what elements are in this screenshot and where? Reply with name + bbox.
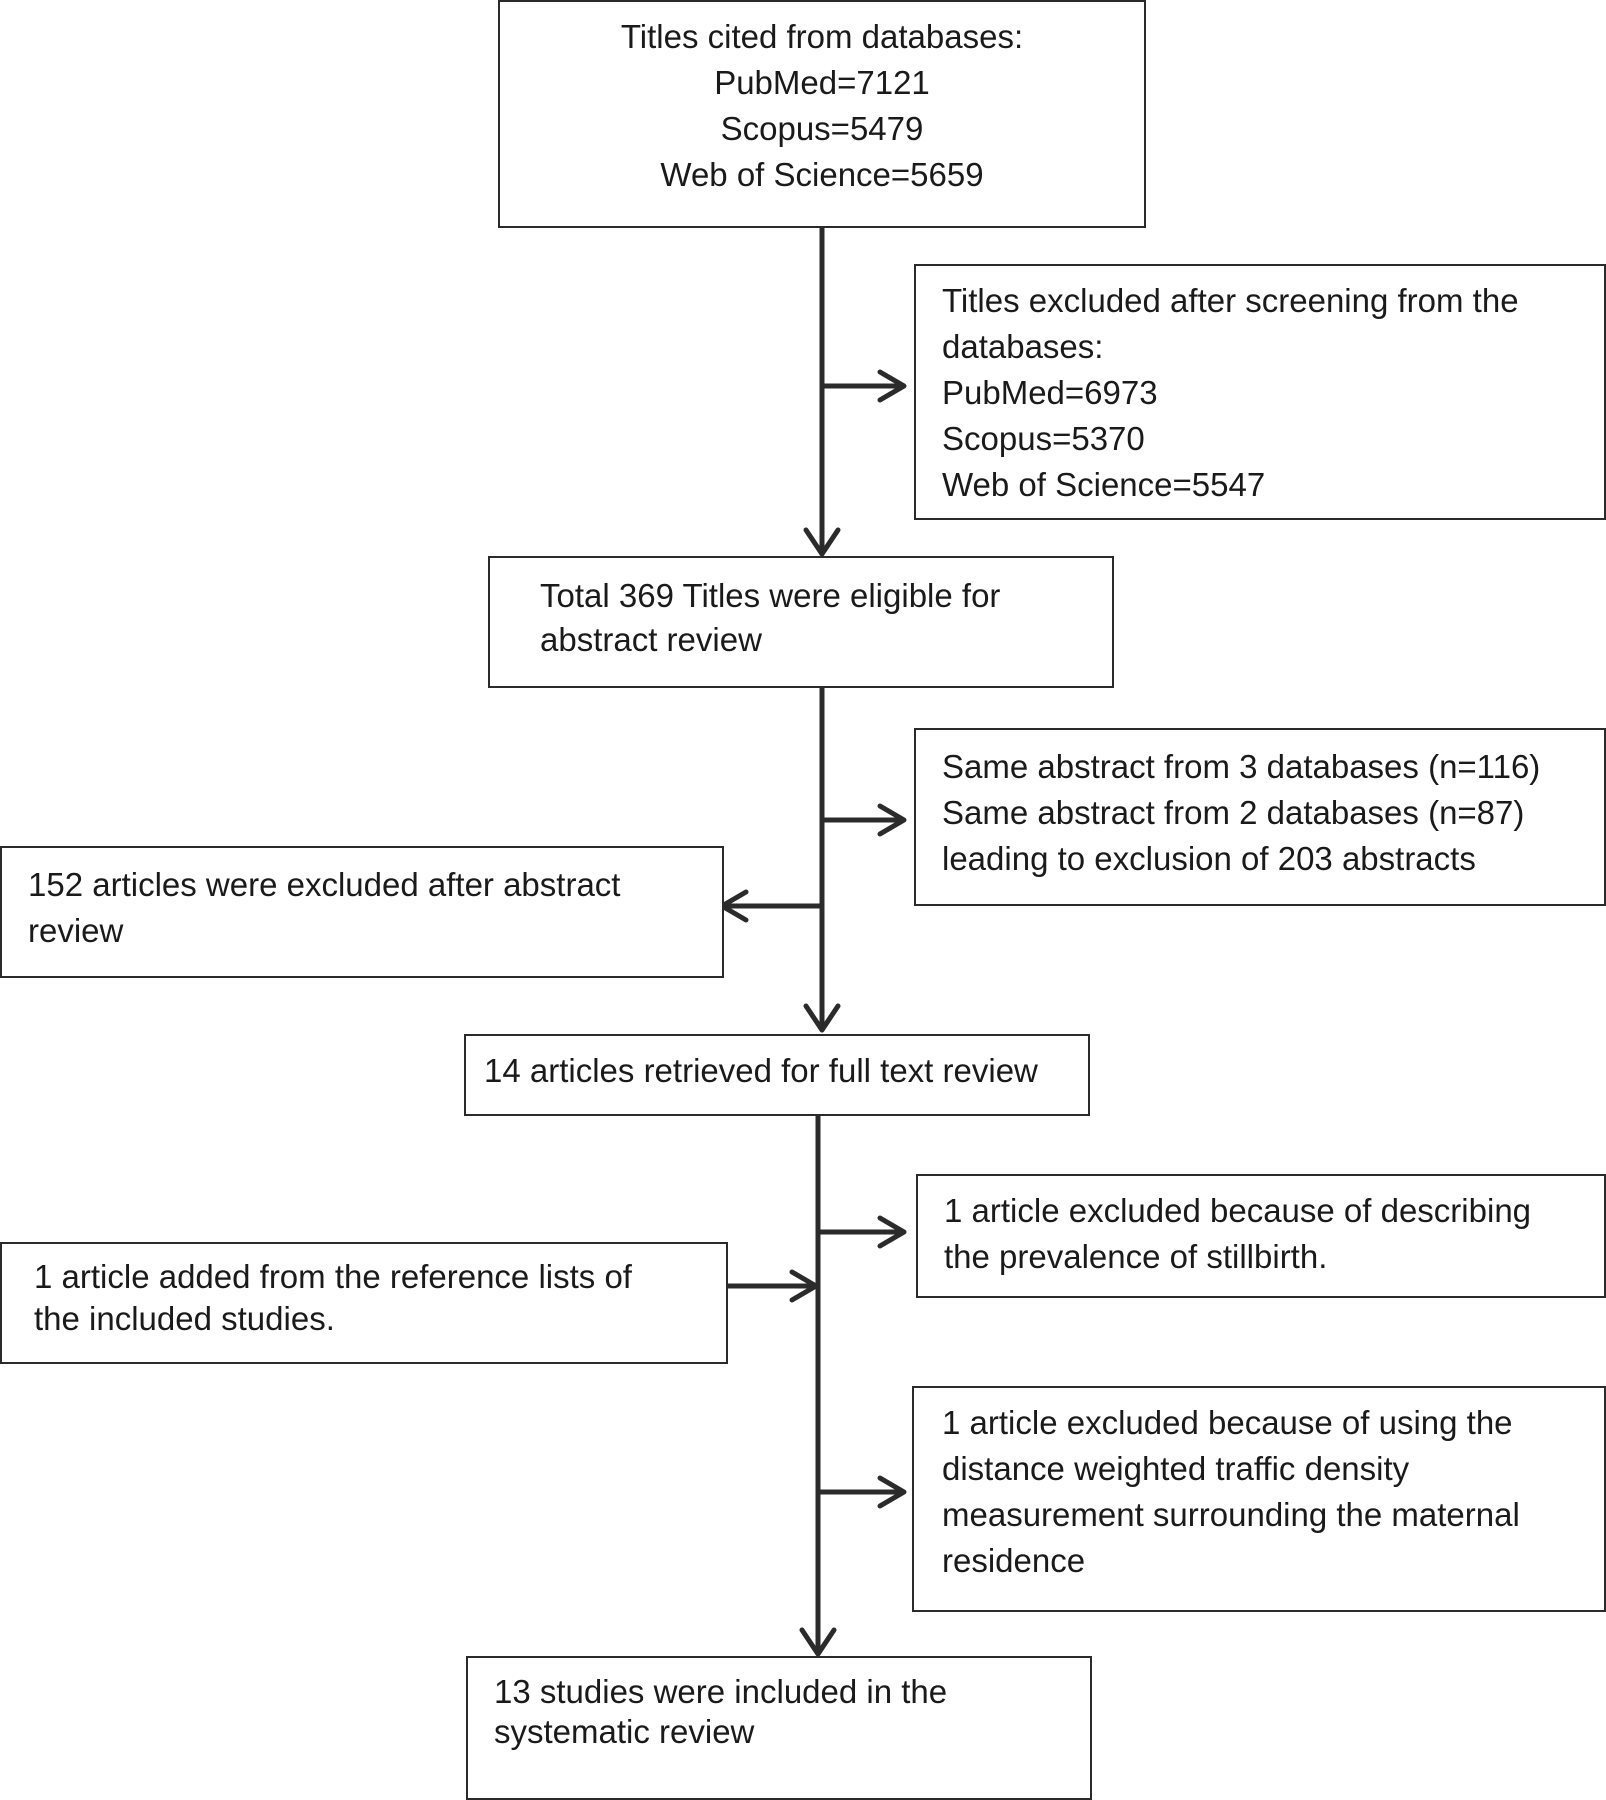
excluded-screening-line-2: databases:: [942, 328, 1104, 365]
arrowhead-excluded-screening: [877, 369, 907, 403]
arrowhead-eligible: [803, 527, 841, 557]
added-reference-line-2: the included studies.: [34, 1300, 335, 1337]
duplicates-line-1: Same abstract from 3 databases (n=116): [942, 748, 1541, 785]
full-text-line-1: 14 articles retrieved for full text revi…: [484, 1052, 1038, 1089]
arrowhead-excluded-traffic: [877, 1475, 907, 1509]
excluded-traffic-line-4: residence: [942, 1542, 1086, 1579]
added-reference-line-1: 1 article added from the reference lists…: [34, 1258, 632, 1295]
box-eligible-abstract: Total 369 Titles were eligible for abstr…: [488, 556, 1114, 688]
duplicates-line-2: Same abstract from 2 databases (n=87): [942, 794, 1525, 831]
excluded-abstract-line-1: 152 articles were excluded after abstrac…: [28, 866, 621, 903]
arrowhead-added-reference: [789, 1269, 819, 1303]
arrowhead-included: [799, 1627, 837, 1657]
databases-line-3: Scopus=5479: [720, 110, 924, 147]
box-added-reference: 1 article added from the reference lists…: [0, 1242, 728, 1364]
excluded-stillbirth-line-2: the prevalence of stillbirth.: [944, 1238, 1328, 1275]
excluded-screening-line-1: Titles excluded after screening from the: [942, 282, 1519, 319]
excluded-traffic-line-2: distance weighted traffic density: [942, 1450, 1410, 1487]
excluded-traffic-line-3: measurement surrounding the maternal: [942, 1496, 1520, 1533]
arrowhead-excluded-stillbirth: [877, 1215, 907, 1249]
box-included: 13 studies were included in the systemat…: [466, 1656, 1092, 1800]
excluded-traffic-line-1: 1 article excluded because of using the: [942, 1404, 1513, 1441]
databases-line-2: PubMed=7121: [714, 64, 930, 101]
databases-line-4: Web of Science=5659: [660, 156, 984, 193]
eligible-line-2: abstract review: [540, 621, 762, 658]
box-databases: Titles cited from databases: PubMed=7121…: [498, 0, 1146, 228]
arrowhead-duplicates: [877, 803, 907, 837]
excluded-stillbirth-line-1: 1 article excluded because of describing: [944, 1192, 1532, 1229]
excluded-screening-line-3: PubMed=6973: [942, 374, 1158, 411]
included-line-2: systematic review: [494, 1713, 755, 1750]
box-duplicates: Same abstract from 3 databases (n=116) S…: [914, 728, 1606, 906]
arrowhead-fulltext: [803, 1003, 841, 1033]
excluded-abstract-line-2: review: [28, 912, 124, 949]
box-excluded-screening: Titles excluded after screening from the…: [914, 264, 1606, 520]
box-full-text: 14 articles retrieved for full text revi…: [464, 1034, 1090, 1116]
box-excluded-stillbirth: 1 article excluded because of describing…: [916, 1174, 1606, 1298]
eligible-line-1: Total 369 Titles were eligible for: [540, 577, 1001, 614]
databases-line-1: Titles cited from databases:: [620, 18, 1024, 55]
included-line-1: 13 studies were included in the: [494, 1673, 948, 1710]
excluded-screening-line-4: Scopus=5370: [942, 420, 1145, 457]
box-excluded-traffic: 1 article excluded because of using the …: [912, 1386, 1606, 1612]
box-excluded-abstract: 152 articles were excluded after abstrac…: [0, 846, 724, 978]
excluded-screening-line-5: Web of Science=5547: [942, 466, 1266, 503]
duplicates-line-3: leading to exclusion of 203 abstracts: [942, 840, 1476, 877]
